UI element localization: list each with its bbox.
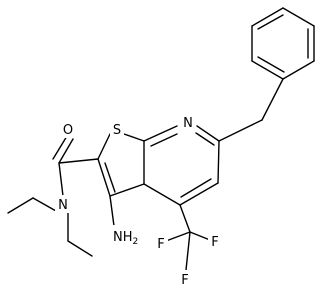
bond bbox=[189, 231, 211, 241]
atom-amide-nitrogen: N bbox=[58, 198, 68, 213]
amino-nh-text: NH bbox=[113, 230, 133, 245]
atom-fluorine-left: F bbox=[157, 237, 164, 252]
bond bbox=[179, 182, 219, 206]
bond bbox=[282, 60, 315, 80]
atom-sulfur: S bbox=[113, 123, 121, 138]
label-backdrop bbox=[110, 120, 124, 138]
bond bbox=[32, 197, 57, 212]
bond bbox=[143, 183, 181, 206]
label-backdrop bbox=[180, 113, 196, 131]
bond bbox=[58, 158, 99, 164]
bond bbox=[150, 133, 178, 147]
label-backdrop bbox=[178, 270, 192, 288]
bond bbox=[282, 7, 315, 27]
bond bbox=[185, 231, 191, 271]
bond bbox=[218, 119, 263, 142]
bond bbox=[143, 125, 178, 142]
atom-fluorine-top: F bbox=[211, 235, 218, 250]
bond bbox=[109, 195, 115, 227]
label-backdrop bbox=[112, 225, 142, 245]
bond bbox=[97, 133, 111, 160]
bond bbox=[251, 7, 284, 27]
atom-fluorine-right: F bbox=[181, 273, 188, 288]
label-backdrop bbox=[208, 232, 222, 250]
bond bbox=[58, 138, 74, 164]
bond bbox=[123, 133, 145, 142]
bond bbox=[97, 158, 111, 197]
label-backdrop bbox=[60, 120, 76, 138]
label-backdrop bbox=[154, 234, 168, 252]
bond bbox=[251, 60, 284, 80]
bond bbox=[7, 197, 34, 214]
bond bbox=[109, 183, 145, 197]
bond bbox=[217, 140, 220, 184]
bond bbox=[67, 240, 93, 257]
bond bbox=[104, 162, 116, 193]
atom-labels: S N O N NH2 F F F bbox=[55, 113, 222, 288]
bond bbox=[195, 132, 215, 146]
amino-subscript: 2 bbox=[133, 237, 139, 247]
bond bbox=[58, 162, 64, 197]
bond bbox=[180, 178, 212, 198]
atom-amino-group: NH2 bbox=[113, 230, 138, 247]
bond bbox=[261, 78, 284, 121]
bond bbox=[179, 204, 191, 233]
bond bbox=[165, 231, 191, 242]
bond bbox=[257, 14, 284, 30]
bond-set bbox=[7, 7, 315, 271]
atom-amide-oxygen: O bbox=[63, 123, 73, 138]
atom-pyridine-nitrogen: N bbox=[183, 116, 193, 131]
bond bbox=[52, 135, 68, 160]
bond bbox=[257, 56, 285, 73]
label-backdrop bbox=[55, 195, 71, 213]
bond bbox=[196, 125, 220, 142]
